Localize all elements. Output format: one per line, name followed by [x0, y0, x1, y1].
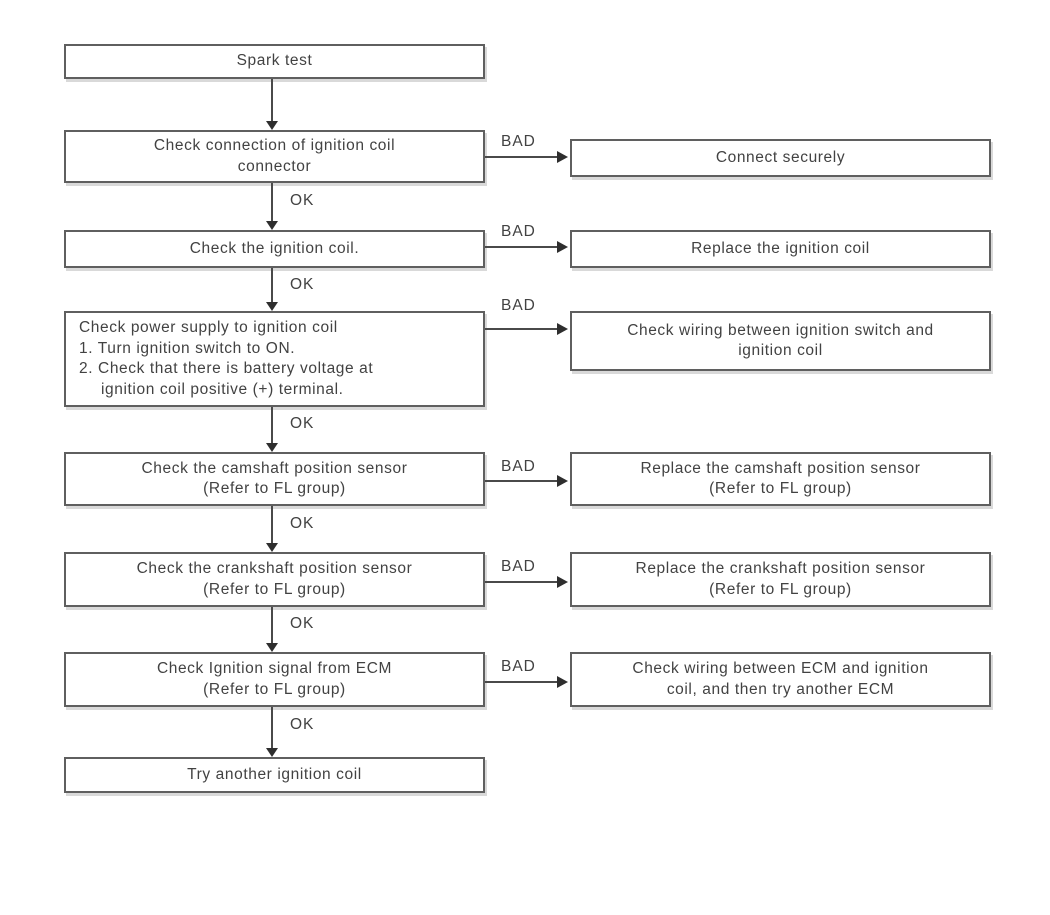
node-try-another-coil: Try another ignition coil — [64, 757, 485, 793]
node-text: Check the ignition coil. — [189, 239, 360, 257]
node-replace-ignition-coil: Replace the ignition coil — [570, 230, 991, 268]
right-arrow-icon — [485, 241, 568, 253]
node-connect-securely: Connect securely — [570, 139, 991, 177]
node-spark-test: Spark test — [64, 44, 485, 79]
down-arrow-icon — [266, 707, 278, 757]
node-text: connector — [237, 157, 312, 175]
right-arrow-icon — [485, 323, 568, 335]
down-arrow-icon — [266, 506, 278, 552]
ok-label: OK — [288, 716, 317, 734]
node-text: (Refer to FL group) — [203, 580, 346, 598]
node-text: coil, and then try another ECM — [666, 680, 895, 698]
node-text: (Refer to FL group) — [203, 680, 346, 698]
right-arrow-icon — [485, 475, 568, 487]
down-arrow-icon — [266, 79, 278, 130]
node-text: Replace the camshaft position sensor — [640, 459, 921, 477]
node-text: Connect securely — [715, 148, 846, 166]
bad-label: BAD — [499, 558, 538, 576]
node-text: Check the camshaft position sensor — [141, 459, 408, 477]
ok-label: OK — [288, 276, 317, 294]
node-text: Check wiring between ignition switch and — [627, 321, 934, 339]
down-arrow-icon — [266, 607, 278, 652]
node-text: (Refer to FL group) — [709, 480, 852, 497]
bad-label: BAD — [499, 658, 538, 676]
bad-label: BAD — [499, 458, 538, 476]
node-check-wiring-switch: Check wiring between ignition switch and… — [570, 311, 991, 371]
node-text: (Refer to FL group) — [203, 480, 346, 497]
ok-label: OK — [288, 515, 317, 533]
right-arrow-icon — [485, 151, 568, 163]
node-text: Replace the ignition coil — [691, 239, 870, 257]
node-text: Check connection of ignition coil — [153, 137, 396, 154]
node-text: Check the crankshaft position sensor — [136, 560, 413, 577]
node-text: ignition coil — [738, 342, 823, 359]
node-check-power-supply: Check power supply to ignition coil 1. T… — [64, 311, 485, 407]
node-check-connection: Check connection of ignition coil connec… — [64, 130, 485, 183]
ok-label: OK — [288, 192, 317, 210]
node-text: Check wiring between ECM and ignition — [632, 660, 929, 677]
node-text: Replace the crankshaft position sensor — [635, 560, 926, 577]
bad-label: BAD — [499, 133, 538, 151]
node-check-ignition-signal: Check Ignition signal from ECM (Refer to… — [64, 652, 485, 707]
node-text: Spark test — [236, 52, 313, 70]
node-text: Check Ignition signal from ECM — [156, 660, 393, 677]
bad-label: BAD — [499, 223, 538, 241]
node-check-camshaft-sensor: Check the camshaft position sensor (Refe… — [64, 452, 485, 506]
node-text: 2. Check that there is battery voltage a… — [79, 360, 374, 377]
node-check-crankshaft-sensor: Check the crankshaft position sensor (Re… — [64, 552, 485, 607]
node-replace-crankshaft-sensor: Replace the crankshaft position sensor (… — [570, 552, 991, 607]
down-arrow-icon — [266, 407, 278, 452]
right-arrow-icon — [485, 576, 568, 588]
node-text: 1. Turn ignition switch to ON. — [79, 339, 296, 357]
right-arrow-icon — [485, 676, 568, 688]
node-check-wiring-ecm: Check wiring between ECM and ignition co… — [570, 652, 991, 707]
ok-label: OK — [288, 615, 317, 633]
node-text: (Refer to FL group) — [709, 580, 852, 598]
node-text: ignition coil positive (+) terminal. — [101, 380, 344, 398]
down-arrow-icon — [266, 183, 278, 230]
down-arrow-icon — [266, 268, 278, 311]
node-check-ignition-coil: Check the ignition coil. — [64, 230, 485, 268]
node-text: Check power supply to ignition coil — [79, 319, 338, 336]
ok-label: OK — [288, 415, 317, 433]
node-replace-camshaft-sensor: Replace the camshaft position sensor (Re… — [570, 452, 991, 506]
node-text: Try another ignition coil — [187, 765, 362, 783]
bad-label: BAD — [499, 297, 538, 315]
